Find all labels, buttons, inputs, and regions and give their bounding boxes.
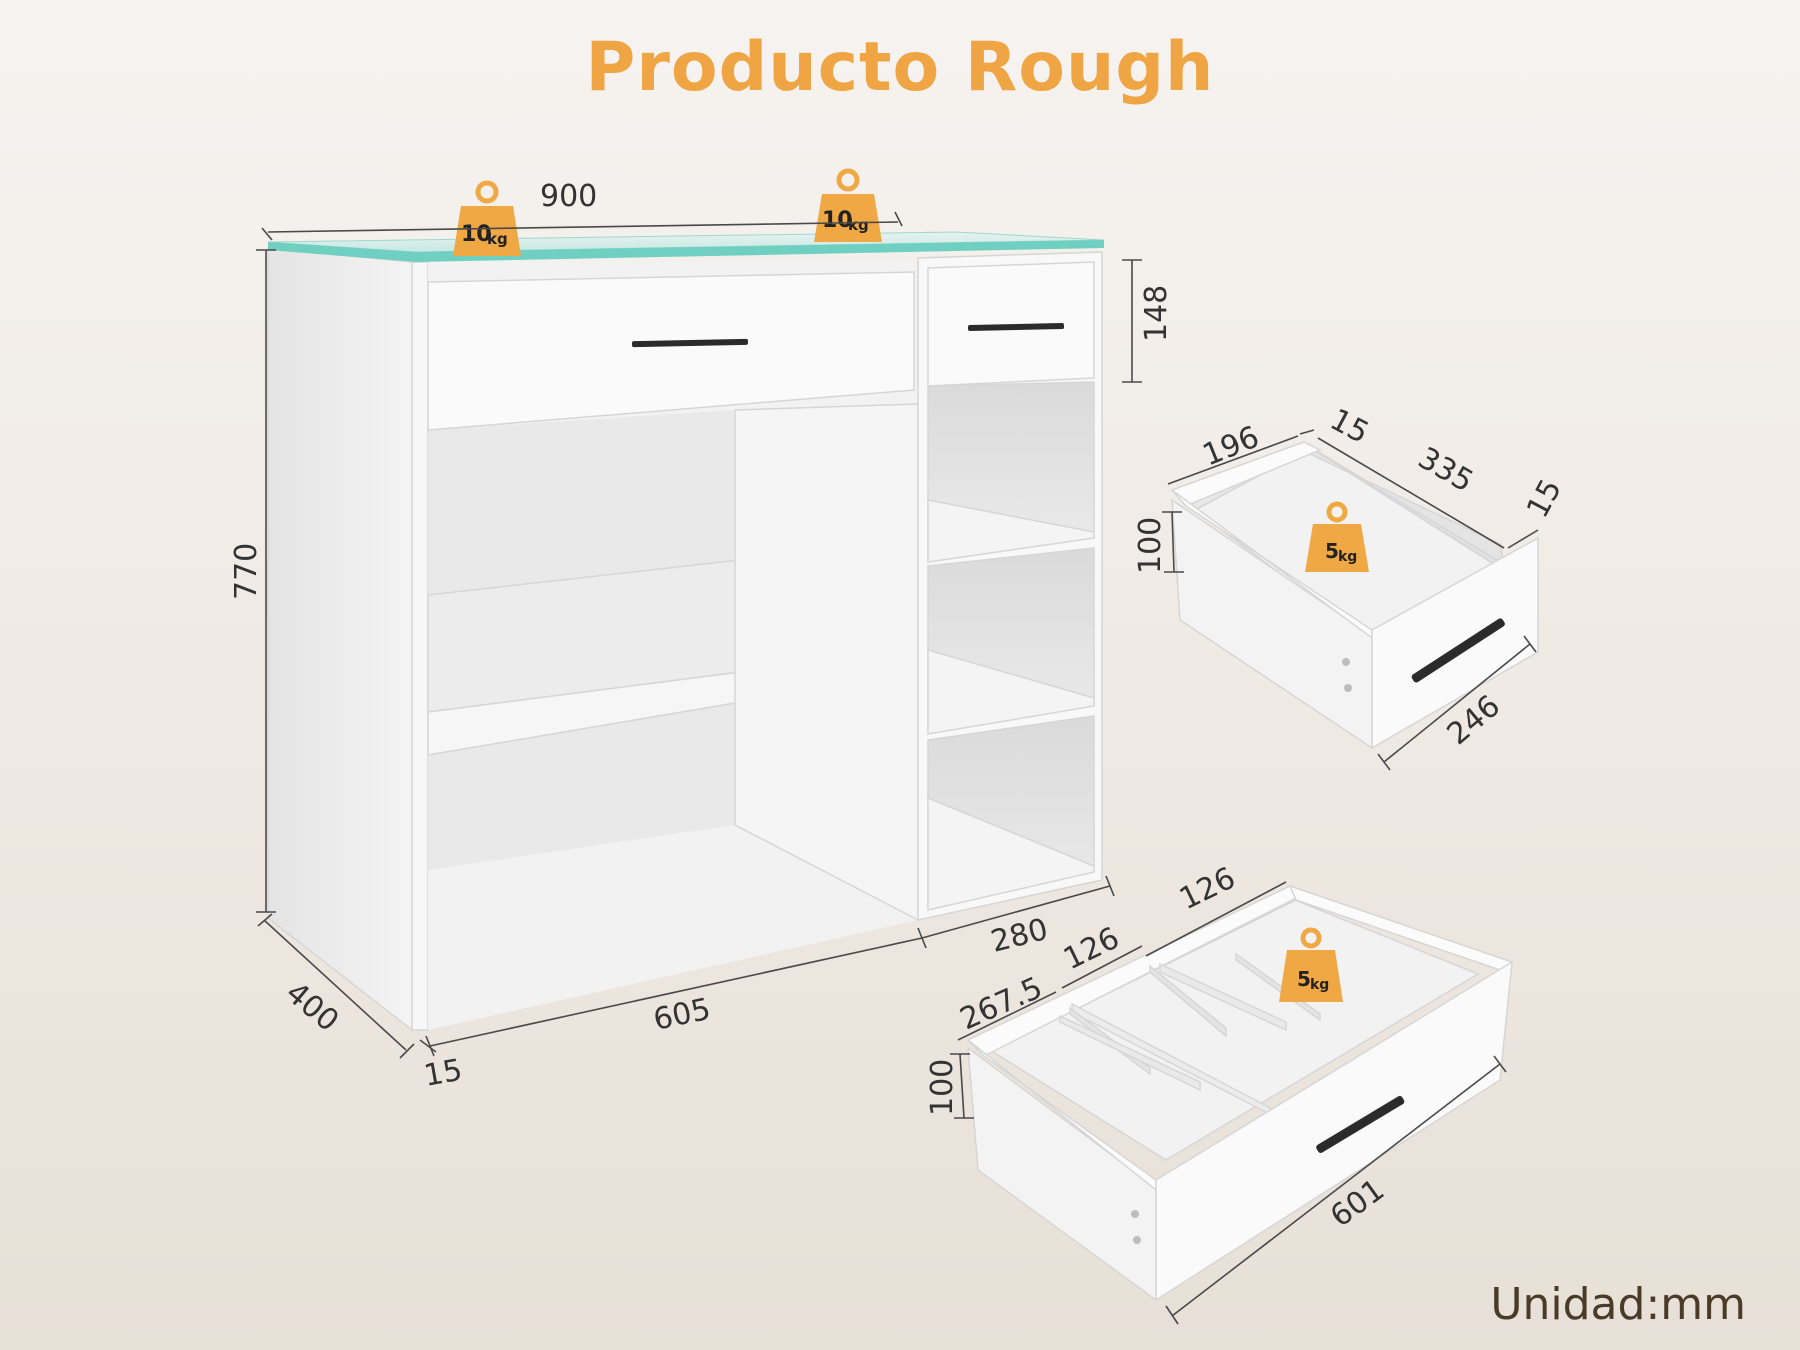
desk-cubby-top-shelf [927,499,1095,563]
large-drawer-dim-height: 100 [925,1053,974,1119]
large-drawer [966,884,1514,1302]
small-drawer [1170,441,1539,750]
large-drawer-handle[interactable] [1315,1095,1405,1154]
small-drawer-dim-height-label: 100 [1133,517,1168,574]
dimension-drawer-height-label: 148 [1139,285,1174,342]
large-drawer-divider-a [1149,964,1227,1038]
desk-drawer-small-handle[interactable] [967,323,1065,331]
small-drawer-dim-panel-2: 15 [1507,474,1569,549]
large-drawer-dim-compartment-a-label: 126 [1174,861,1241,918]
weight-tag-small-drawer: 5 kg [1305,501,1369,572]
dimension-cabinet-width-label: 280 [987,912,1051,960]
weight-tag-desk-right: 10 kg [814,168,882,242]
weight-tag-small-drawer-value: 5 [1325,539,1339,563]
large-drawer-divider-cross [1159,962,1287,1032]
large-drawer-divider-cross-2 [1059,1014,1201,1092]
large-drawer-screw-top [1131,1210,1139,1218]
weight-tag-large-drawer-value: 5 [1297,967,1311,991]
dimension-width-label: 900 [540,179,597,214]
desk [267,231,1105,1032]
weight-tag-desk-left-value: 10 [461,222,492,247]
desk-cubby-bottom-shelf [927,796,1095,911]
weight-tag-large-drawer-unit: kg [1310,977,1329,993]
small-drawer-screw-bottom [1344,684,1352,692]
small-drawer-front[interactable] [1371,536,1539,750]
weight-tag-desk-right-unit: kg [848,216,869,234]
large-drawer-dim-compartment-b-label: 126 [1058,921,1125,978]
dimension-drawer-height: 148 [1122,259,1174,383]
dimension-knee-width-label: 605 [650,992,713,1038]
small-drawer-dim-panel-2-label: 15 [1520,474,1569,524]
desk-drawer-large[interactable] [427,271,915,431]
dimension-leg-thickness-label: 15 [421,1053,465,1094]
weight-tag-large-drawer: 5 kg [1279,927,1343,1002]
small-drawer-dim-panel-label: 15 [1324,402,1374,451]
page-title: Producto Rough [585,28,1215,107]
dimension-width: 900 [261,179,903,241]
large-drawer-front[interactable] [1155,960,1513,1302]
desk-glass-edge [268,240,1104,262]
desk-left-side-panel [267,247,413,1032]
desk-drawer-small[interactable] [927,261,1095,387]
weight-tag-small-drawer-unit: kg [1338,549,1357,565]
desk-left-leg-front [411,261,429,1031]
small-drawer-dim-inner-depth-label: 335 [1412,441,1479,500]
desk-drawer-large-handle[interactable] [631,338,749,348]
dimension-leg-thickness: 15 [419,1039,465,1094]
weight-tag-desk-left: 10 kg [453,180,521,256]
small-drawer-handle[interactable] [1411,617,1506,683]
dimension-height: 770 [229,249,276,913]
weight-tag-desk-right-value: 10 [822,208,853,233]
weight-tag-desk-left-unit: kg [487,230,508,248]
small-drawer-screw-top [1342,658,1350,666]
large-drawer-screw-bottom [1133,1236,1141,1244]
small-drawer-dim-panel: 15 [1299,402,1374,451]
small-drawer-dim-height: 100 [1133,511,1184,574]
unit-label: Unidad:mm [1490,1279,1746,1330]
desk-cubby-middle-shelf [927,649,1095,735]
large-drawer-dim-height-label: 100 [925,1059,960,1116]
dimension-height-label: 770 [229,543,264,600]
